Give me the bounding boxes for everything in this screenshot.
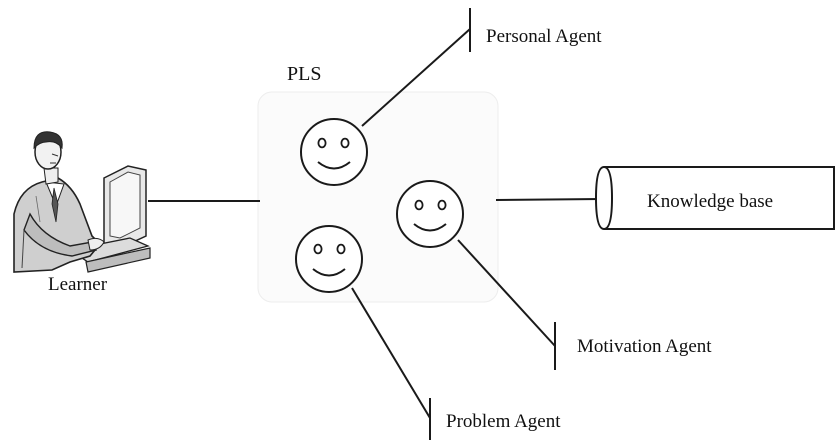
motivation-agent-connector (457, 239, 556, 347)
knowledge-base-connector (495, 198, 603, 201)
motivation-agent-label: Motivation Agent (577, 336, 712, 357)
pls-label: PLS (287, 63, 321, 85)
personal-agent-connector (361, 28, 471, 127)
motivation-agent-face-icon (396, 180, 464, 248)
knowledge-base-cylinder-icon (594, 166, 835, 230)
problem-agent-connector (351, 287, 431, 419)
problem-agent-label: Problem Agent (446, 411, 561, 432)
personal-agent-face-icon (300, 118, 368, 186)
pls-container (257, 91, 499, 303)
problem-agent-face-icon (295, 225, 363, 293)
knowledge-base-label: Knowledge base (647, 191, 773, 212)
personal-agent-label: Personal Agent (486, 26, 602, 47)
learner-icon (13, 131, 151, 273)
learner-label: Learner (48, 274, 108, 295)
